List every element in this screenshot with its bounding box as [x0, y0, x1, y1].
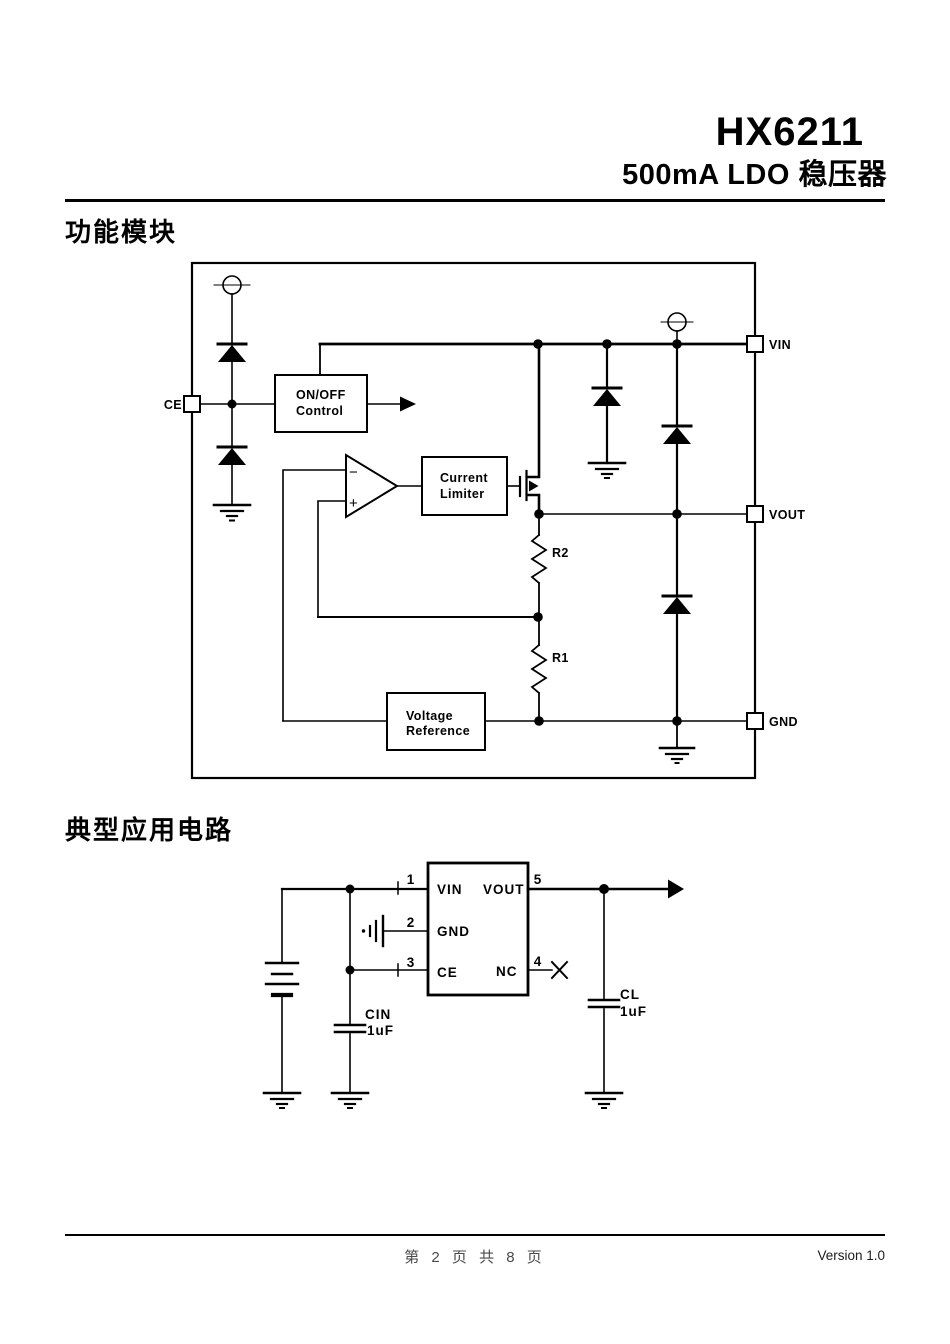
voltage-reference-box	[386, 692, 486, 751]
ground-icon	[330, 1091, 370, 1109]
section-title-block-diagram: 功能模块	[65, 217, 178, 247]
diode-icon	[218, 345, 246, 362]
opamp-minus-input: −	[349, 464, 358, 481]
doc-subtitle: 500mA LDO 稳压器	[622, 159, 887, 191]
ground-left-icon	[361, 914, 429, 948]
opamp-plus-input: +	[349, 495, 358, 512]
battery-icon	[264, 888, 300, 1094]
onoff-label-line2: Control	[296, 404, 343, 418]
ground-icon	[212, 503, 252, 522]
feedback-divider	[530, 513, 548, 722]
pin-number-5: 5	[534, 872, 543, 887]
ce-esd-chain	[212, 275, 252, 522]
cl-name-label: CL	[620, 987, 640, 1002]
ground-icon	[587, 461, 627, 479]
header: HX6211 500mA LDO 稳压器	[622, 112, 887, 190]
diode-icon	[593, 389, 621, 406]
ground-icon	[584, 1091, 624, 1109]
ic-gnd-label: GND	[437, 924, 470, 939]
current-limiter-box	[421, 456, 508, 516]
cl-value-label: 1uF	[620, 1004, 647, 1019]
ic-ce-label: CE	[437, 965, 458, 980]
section-title-app-circuit: 典型应用电路	[65, 815, 234, 845]
footer-rule	[65, 1234, 885, 1236]
resistor-icon	[530, 533, 548, 585]
mosfet-icon	[506, 342, 541, 516]
cl-capacitor	[587, 888, 621, 1094]
pin-number-2: 2	[407, 915, 416, 930]
r1-label: R1	[552, 651, 569, 665]
footer-version: Version 1.0	[817, 1248, 885, 1263]
vout-pin-square	[746, 505, 764, 523]
diode-icon	[663, 597, 691, 614]
voltage-reference-label-line2: Reference	[406, 724, 470, 738]
ic-body	[426, 861, 530, 997]
arrow-icon	[400, 396, 416, 412]
r2-label: R2	[552, 546, 569, 560]
vin-pin-square	[746, 335, 764, 353]
ground-icon	[262, 1091, 302, 1109]
current-limiter-label-line2: Limiter	[440, 487, 484, 501]
pin-number-3: 3	[407, 955, 416, 970]
arrow-icon	[668, 879, 684, 899]
vout-pin-label: VOUT	[769, 508, 805, 522]
part-number-title: HX6211	[715, 110, 864, 154]
onoff-label-line1: ON/OFF	[296, 388, 346, 402]
opamp-icon	[345, 453, 399, 519]
ground-icon	[658, 720, 696, 764]
vin-clamp-diode	[587, 342, 627, 479]
current-limiter-label-line1: Current	[440, 471, 488, 485]
vin-vout-diode	[661, 342, 693, 516]
application-circuit	[262, 861, 684, 1109]
junction-dot	[533, 612, 543, 622]
gnd-pin-square	[746, 712, 764, 730]
ic-nc-label: NC	[496, 964, 518, 979]
header-rule	[65, 199, 885, 202]
vout-gnd-diode	[661, 512, 693, 723]
diode-icon	[663, 427, 691, 444]
cin-name-label: CIN	[365, 1007, 391, 1022]
ic-vout-label: VOUT	[483, 882, 525, 897]
cin-value-label: 1uF	[367, 1023, 394, 1038]
cin-capacitor	[333, 888, 367, 1094]
ce-pin-label: CE	[164, 398, 182, 412]
ce-pin-square	[183, 395, 201, 413]
ic-vin-label: VIN	[437, 882, 463, 897]
footer-page-info: 第 2 页 共 8 页	[404, 1249, 546, 1266]
diode-icon	[218, 448, 246, 465]
voltage-reference-label-line1: Voltage	[406, 709, 453, 723]
functional-block-diagram	[183, 261, 764, 780]
nc-cross-icon	[550, 960, 569, 980]
gnd-pin-label: GND	[769, 715, 798, 729]
pin-number-1: 1	[407, 872, 416, 887]
pin-number-4: 4	[534, 954, 543, 969]
vin-pin-label: VIN	[769, 338, 791, 352]
junction-dot	[227, 399, 237, 409]
resistor-icon	[530, 643, 548, 695]
error-amplifier	[282, 453, 543, 722]
